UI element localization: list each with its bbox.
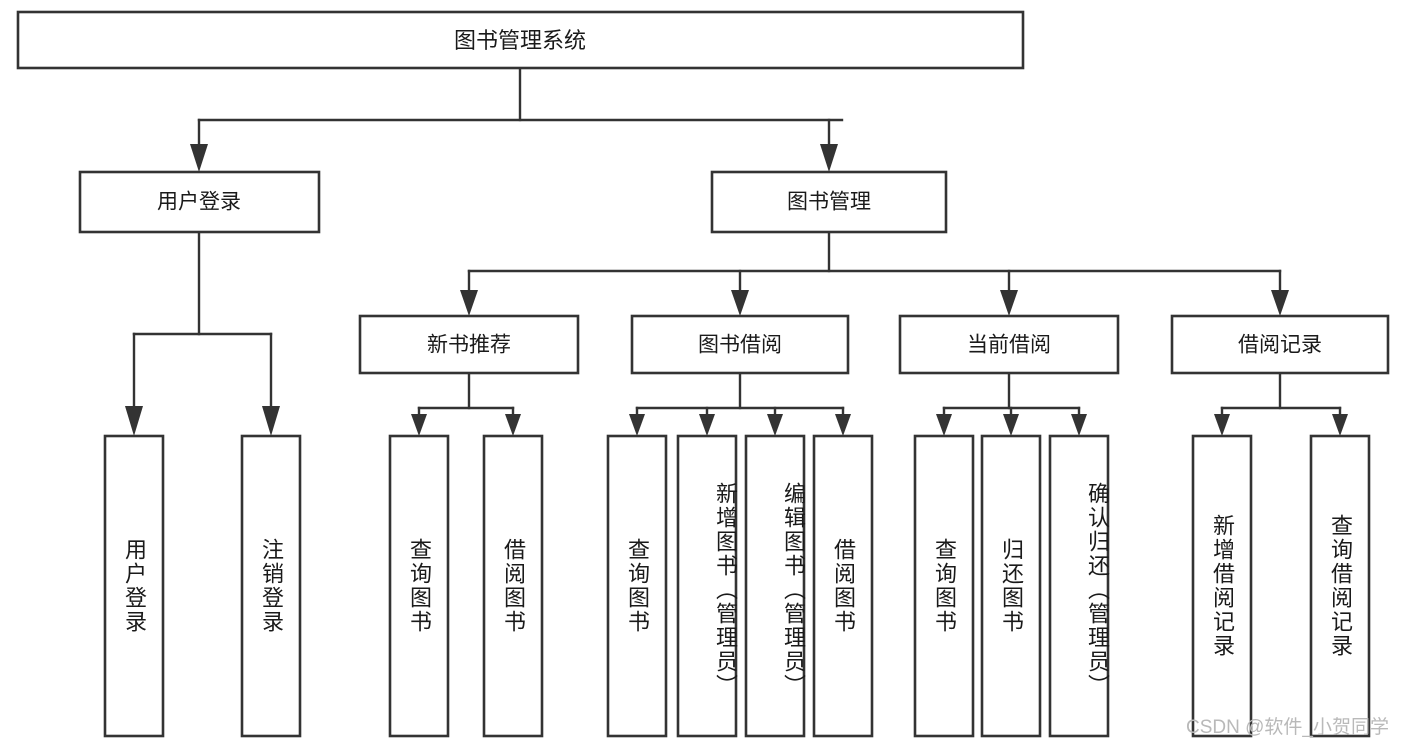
node-leaf-query-book-3[interactable]: [913, 434, 975, 738]
node-leaf-borrow-book-1[interactable]: [482, 434, 544, 738]
node-borrow-record[interactable]: 借阅记录: [1170, 314, 1390, 375]
node-book-borrow-label: 图书借阅: [698, 334, 782, 357]
node-book-manage-label: 图书管理: [787, 191, 871, 214]
node-current-borrow-label: 当前借阅: [967, 334, 1051, 357]
connector-currentborrow-to-leaves: [936, 371, 1087, 436]
node-user-login-label: 用户登录: [157, 191, 241, 214]
node-book-manage[interactable]: 图书管理: [710, 170, 948, 234]
leaf-boxes: [103, 434, 1371, 738]
connector-root-to-level2: [190, 66, 844, 172]
node-current-borrow[interactable]: 当前借阅: [898, 314, 1120, 375]
node-new-book-recommend-label: 新书推荐: [427, 334, 511, 357]
node-leaf-confirm-return[interactable]: [1048, 434, 1110, 738]
node-leaf-add-book[interactable]: [676, 434, 738, 738]
node-leaf-query-book-1[interactable]: [388, 434, 450, 738]
node-leaf-query-record[interactable]: [1309, 434, 1371, 738]
node-leaf-return-book[interactable]: [980, 434, 1042, 738]
node-user-login[interactable]: 用户登录: [78, 170, 321, 234]
node-leaf-add-record[interactable]: [1191, 434, 1253, 738]
node-book-borrow[interactable]: 图书借阅: [630, 314, 850, 375]
node-root[interactable]: 图书管理系统: [16, 10, 1025, 70]
node-leaf-edit-book[interactable]: [744, 434, 806, 738]
node-leaf-user-login[interactable]: [103, 434, 165, 738]
node-leaf-query-book-2[interactable]: [606, 434, 668, 738]
connector-bookmanage-to-level3: [460, 230, 1289, 316]
connector-newbook-to-leaves: [411, 371, 521, 436]
node-leaf-borrow-book-2[interactable]: [812, 434, 874, 738]
node-root-label: 图书管理系统: [454, 28, 586, 53]
node-new-book-recommend[interactable]: 新书推荐: [358, 314, 580, 375]
csdn-watermark: CSDN @软件_小贺同学: [1186, 717, 1389, 738]
node-borrow-record-label: 借阅记录: [1238, 334, 1322, 357]
connector-bookborrow-to-leaves: [629, 371, 851, 436]
node-leaf-logout[interactable]: [240, 434, 302, 738]
connector-borrowrecord-to-leaves: [1214, 371, 1348, 436]
connector-userlogin-to-leaves: [125, 230, 280, 436]
